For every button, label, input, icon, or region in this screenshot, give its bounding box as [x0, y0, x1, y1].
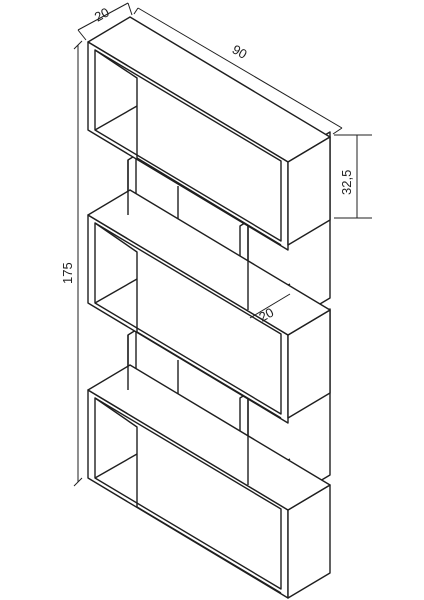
dim-depth-top-tick-b — [127, 2, 133, 16]
dim-shelf-height-label: 32,5 — [339, 170, 354, 195]
dim-total-height-tick-bottom — [73, 477, 83, 487]
box-middle-inner-back — [94, 222, 282, 419]
box-top-side — [287, 136, 331, 246]
dim-width-tick-b — [332, 127, 343, 135]
dim-width-line — [137, 7, 343, 129]
box-top-inner-back — [94, 49, 282, 246]
dim-depth-top-label: 20 — [92, 4, 112, 24]
box-middle-lid — [87, 189, 331, 336]
box-bottom-opening — [94, 397, 282, 590]
dim-depth-inner-line — [249, 293, 291, 319]
box-middle-inner-floor — [94, 278, 138, 304]
dimension-total-height: 175 — [60, 40, 83, 487]
dimension-depth-top: 20 — [77, 2, 133, 41]
box-top-inner-floor — [94, 105, 138, 131]
dimension-width: 90 — [133, 7, 343, 135]
box-bottom-inner-floor — [94, 453, 138, 479]
dimension-shelf-height: 32,5 — [334, 134, 372, 219]
dim-depth-top-tick-a — [77, 29, 87, 41]
dim-total-height-label: 175 — [60, 262, 75, 284]
dimension-depth-inner: 20 — [249, 293, 291, 325]
dim-total-height-tick-top — [73, 40, 83, 50]
shelf-body — [87, 16, 331, 599]
box-middle-opening — [94, 222, 282, 415]
box-top-opening — [94, 49, 282, 242]
dim-depth-inner-label: 20 — [256, 305, 276, 325]
dim-width-label: 90 — [230, 42, 250, 62]
dim-depth-top-line — [77, 2, 129, 31]
dim-width-tick-a — [133, 7, 139, 15]
box-bottom-inner-back — [94, 397, 282, 594]
box-bottom-lid — [87, 364, 331, 511]
